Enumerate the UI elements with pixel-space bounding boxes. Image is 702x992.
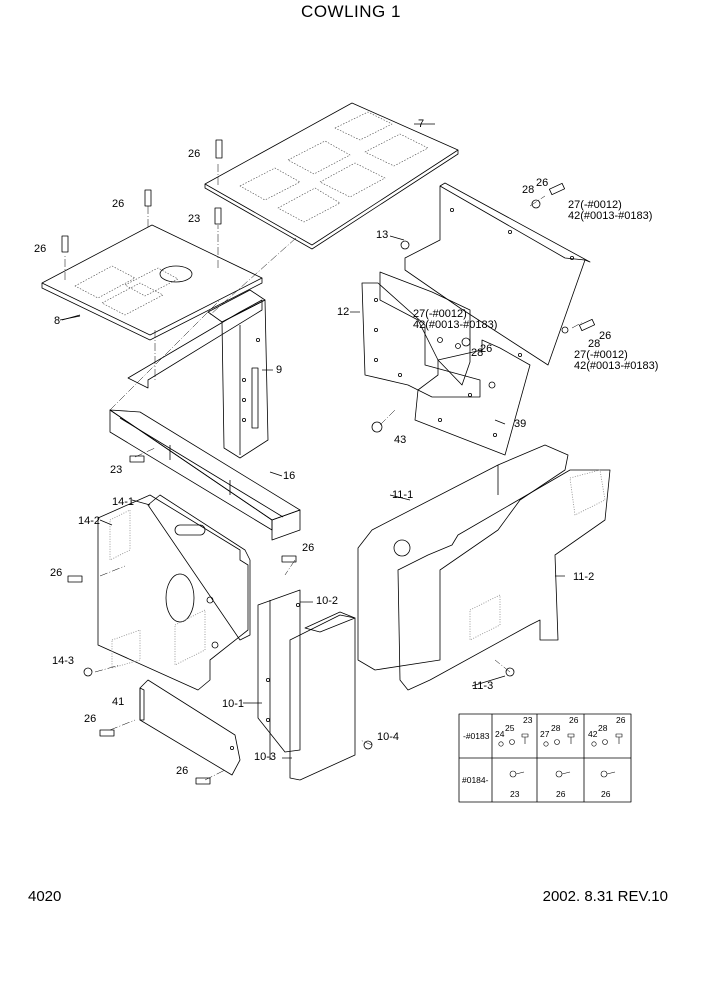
label-26-g: 26	[176, 765, 188, 777]
tbl-27: 27	[540, 729, 550, 739]
page-title: COWLING 1	[301, 2, 401, 21]
label-10-3: 10-3	[254, 751, 276, 763]
label-14-1: 14-1	[112, 496, 134, 508]
label-26-i: 26	[480, 343, 492, 355]
label-26-b: 26	[112, 198, 124, 210]
label-27-range-b: 27(-#0012)	[413, 308, 467, 320]
tbl-24: 24	[495, 729, 505, 739]
label-39: 39	[514, 418, 526, 430]
label-12: 12	[337, 306, 349, 318]
revision-date: 2002. 8.31 REV.10	[542, 888, 668, 905]
label-27-range-a: 27(-#0012)	[568, 199, 622, 211]
tbl-26-a: 26	[569, 715, 579, 725]
label-28-b: 28	[471, 347, 483, 359]
fasteners	[61, 139, 596, 785]
label-26-a: 26	[188, 148, 200, 160]
part-labels: 7 26 26 23 26 8 9 13 12 39 43 16 23 11-1…	[34, 118, 658, 777]
tbl-23-a: 23	[523, 715, 533, 725]
part-41-plate	[139, 679, 241, 776]
part-14-plates	[97, 494, 251, 691]
label-14-2: 14-2	[78, 515, 100, 527]
part-13-upper-panel	[400, 182, 591, 366]
variant-table: -#0183 #0184- 24 25 23 26 27 28 26 42 28…	[458, 713, 632, 803]
label-26-e: 26	[302, 542, 314, 554]
label-42-range-a: 42(#0013-#0183)	[568, 210, 652, 222]
alignment-lines	[64, 163, 584, 781]
label-8: 8	[54, 315, 60, 327]
label-10-4: 10-4	[377, 731, 399, 743]
table-row-2-label: #0184-	[462, 775, 489, 785]
label-26-d: 26	[50, 567, 62, 579]
label-41: 41	[112, 696, 124, 708]
label-26-c: 26	[34, 243, 46, 255]
page-number: 4020	[28, 888, 62, 905]
label-13: 13	[376, 229, 388, 241]
label-10-2: 10-2	[316, 595, 338, 607]
part-39-panel	[414, 339, 531, 456]
label-11-1: 11-1	[392, 489, 413, 501]
label-16: 16	[283, 470, 295, 482]
label-28-c: 28	[588, 338, 600, 350]
part-16-channel	[109, 409, 301, 541]
tbl-25: 25	[505, 723, 515, 733]
label-42-range-b: 42(#0013-#0183)	[413, 319, 497, 331]
part-12-panel	[361, 271, 481, 398]
label-7: 7	[418, 118, 424, 130]
label-23-a: 23	[188, 213, 200, 225]
label-28-a: 28	[522, 184, 534, 196]
label-10-1: 10-1	[222, 698, 244, 710]
label-9: 9	[276, 364, 282, 376]
table-row-1-label: -#0183	[463, 731, 490, 741]
label-14-3: 14-3	[52, 655, 74, 667]
label-42-range-c: 42(#0013-#0183)	[574, 360, 658, 372]
label-43: 43	[394, 434, 406, 446]
tbl-26-d: 26	[601, 789, 611, 799]
label-23-b: 23	[110, 464, 122, 476]
part-9-bracket	[127, 289, 269, 459]
tbl-42: 42	[588, 729, 598, 739]
part-11-panels	[357, 444, 611, 691]
label-26-h: 26	[536, 177, 548, 189]
tbl-26-c: 26	[556, 789, 566, 799]
label-26-f: 26	[84, 713, 96, 725]
part-7-perforations	[239, 111, 429, 223]
label-11-3: 11-3	[472, 680, 493, 692]
tbl-26-b: 26	[616, 715, 626, 725]
tbl-28: 28	[551, 723, 561, 733]
leader-lines	[59, 235, 565, 759]
label-26-j: 26	[599, 330, 611, 342]
part-7-top-cover	[204, 102, 459, 250]
tbl-23-b: 23	[510, 789, 520, 799]
label-27-range-c: 27(-#0012)	[574, 349, 628, 361]
part-10-plates	[257, 589, 356, 781]
part-8-left-cover	[41, 224, 263, 341]
tbl-28-b: 28	[598, 723, 608, 733]
label-11-2: 11-2	[573, 571, 594, 583]
